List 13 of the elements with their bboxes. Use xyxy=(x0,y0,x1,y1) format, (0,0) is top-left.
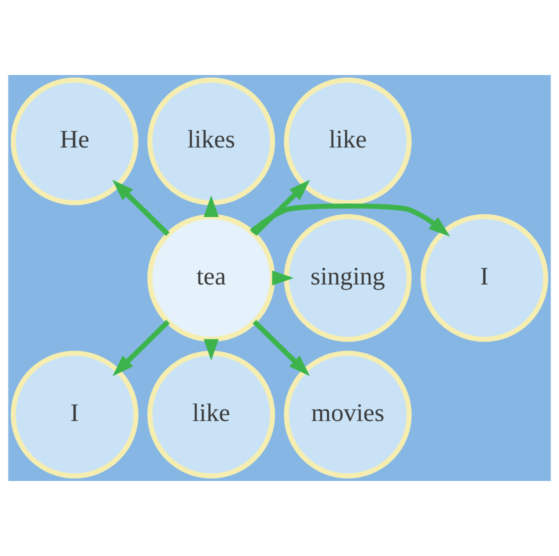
node-circle: likes xyxy=(147,78,276,206)
node-circle: He xyxy=(10,78,138,206)
node-circle: movies xyxy=(284,350,412,478)
node-circle: like xyxy=(147,350,276,478)
node-circle: like xyxy=(284,78,412,206)
arrow xyxy=(250,204,450,236)
arrow xyxy=(112,320,170,376)
arrow xyxy=(252,320,310,376)
node-circle: I xyxy=(10,350,138,478)
arrow xyxy=(112,180,170,236)
node-circle: I xyxy=(420,214,548,342)
node-circle: singing xyxy=(284,214,412,342)
arrow xyxy=(252,180,310,236)
